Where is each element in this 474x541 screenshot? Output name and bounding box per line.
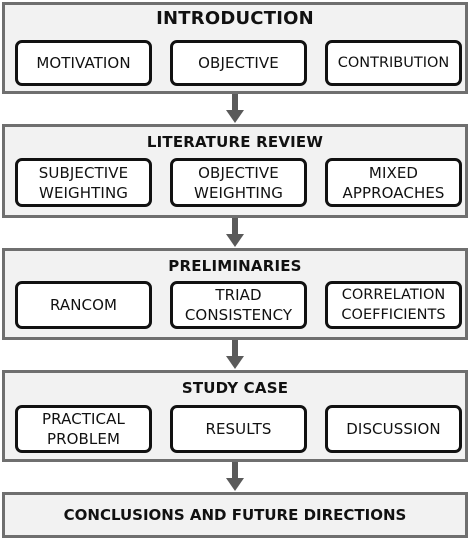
box-motivation: MOTIVATION xyxy=(15,40,152,86)
section-title-study-case: STUDY CASE xyxy=(181,379,289,397)
box-rancom: RANCOM xyxy=(15,281,152,329)
flow-arrow-1 xyxy=(226,94,244,123)
section-title-introduction: INTRODUCTION xyxy=(156,8,314,29)
section-introduction: INTRODUCTION MOTIVATION OBJECTIVE CONTRI… xyxy=(2,2,468,94)
section-conclusions: CONCLUSIONS AND FUTURE DIRECTIONS xyxy=(2,492,468,538)
box-contribution: CONTRIBUTION xyxy=(325,40,462,86)
section-title-literature-review: LITERATURE REVIEW xyxy=(146,133,324,151)
section-title-conclusions: CONCLUSIONS AND FUTURE DIRECTIONS xyxy=(63,506,407,524)
box-subjective-weighting: SUBJECTIVE WEIGHTING xyxy=(15,158,152,207)
box-practical-problem: PRACTICAL PROBLEM xyxy=(15,405,152,453)
flow-arrow-2 xyxy=(226,218,244,247)
box-mixed-approaches: MIXED APPROACHES xyxy=(325,158,462,207)
box-discussion: DISCUSSION xyxy=(325,405,462,453)
box-correlation-coefficients: CORRELATION COEFFICIENTS xyxy=(325,281,462,329)
box-triad-consistency: TRIAD CONSISTENCY xyxy=(170,281,307,329)
section-literature-review: LITERATURE REVIEW SUBJECTIVE WEIGHTING O… xyxy=(2,124,468,218)
box-objective: OBJECTIVE xyxy=(170,40,307,86)
flow-arrow-3 xyxy=(226,340,244,369)
section-study-case: STUDY CASE PRACTICAL PROBLEM RESULTS DIS… xyxy=(2,370,468,462)
box-results: RESULTS xyxy=(170,405,307,453)
section-title-preliminaries: PRELIMINARIES xyxy=(168,257,302,275)
flow-arrow-4 xyxy=(226,462,244,491)
section-preliminaries: PRELIMINARIES RANCOM TRIAD CONSISTENCY C… xyxy=(2,248,468,340)
box-objective-weighting: OBJECTIVE WEIGHTING xyxy=(170,158,307,207)
